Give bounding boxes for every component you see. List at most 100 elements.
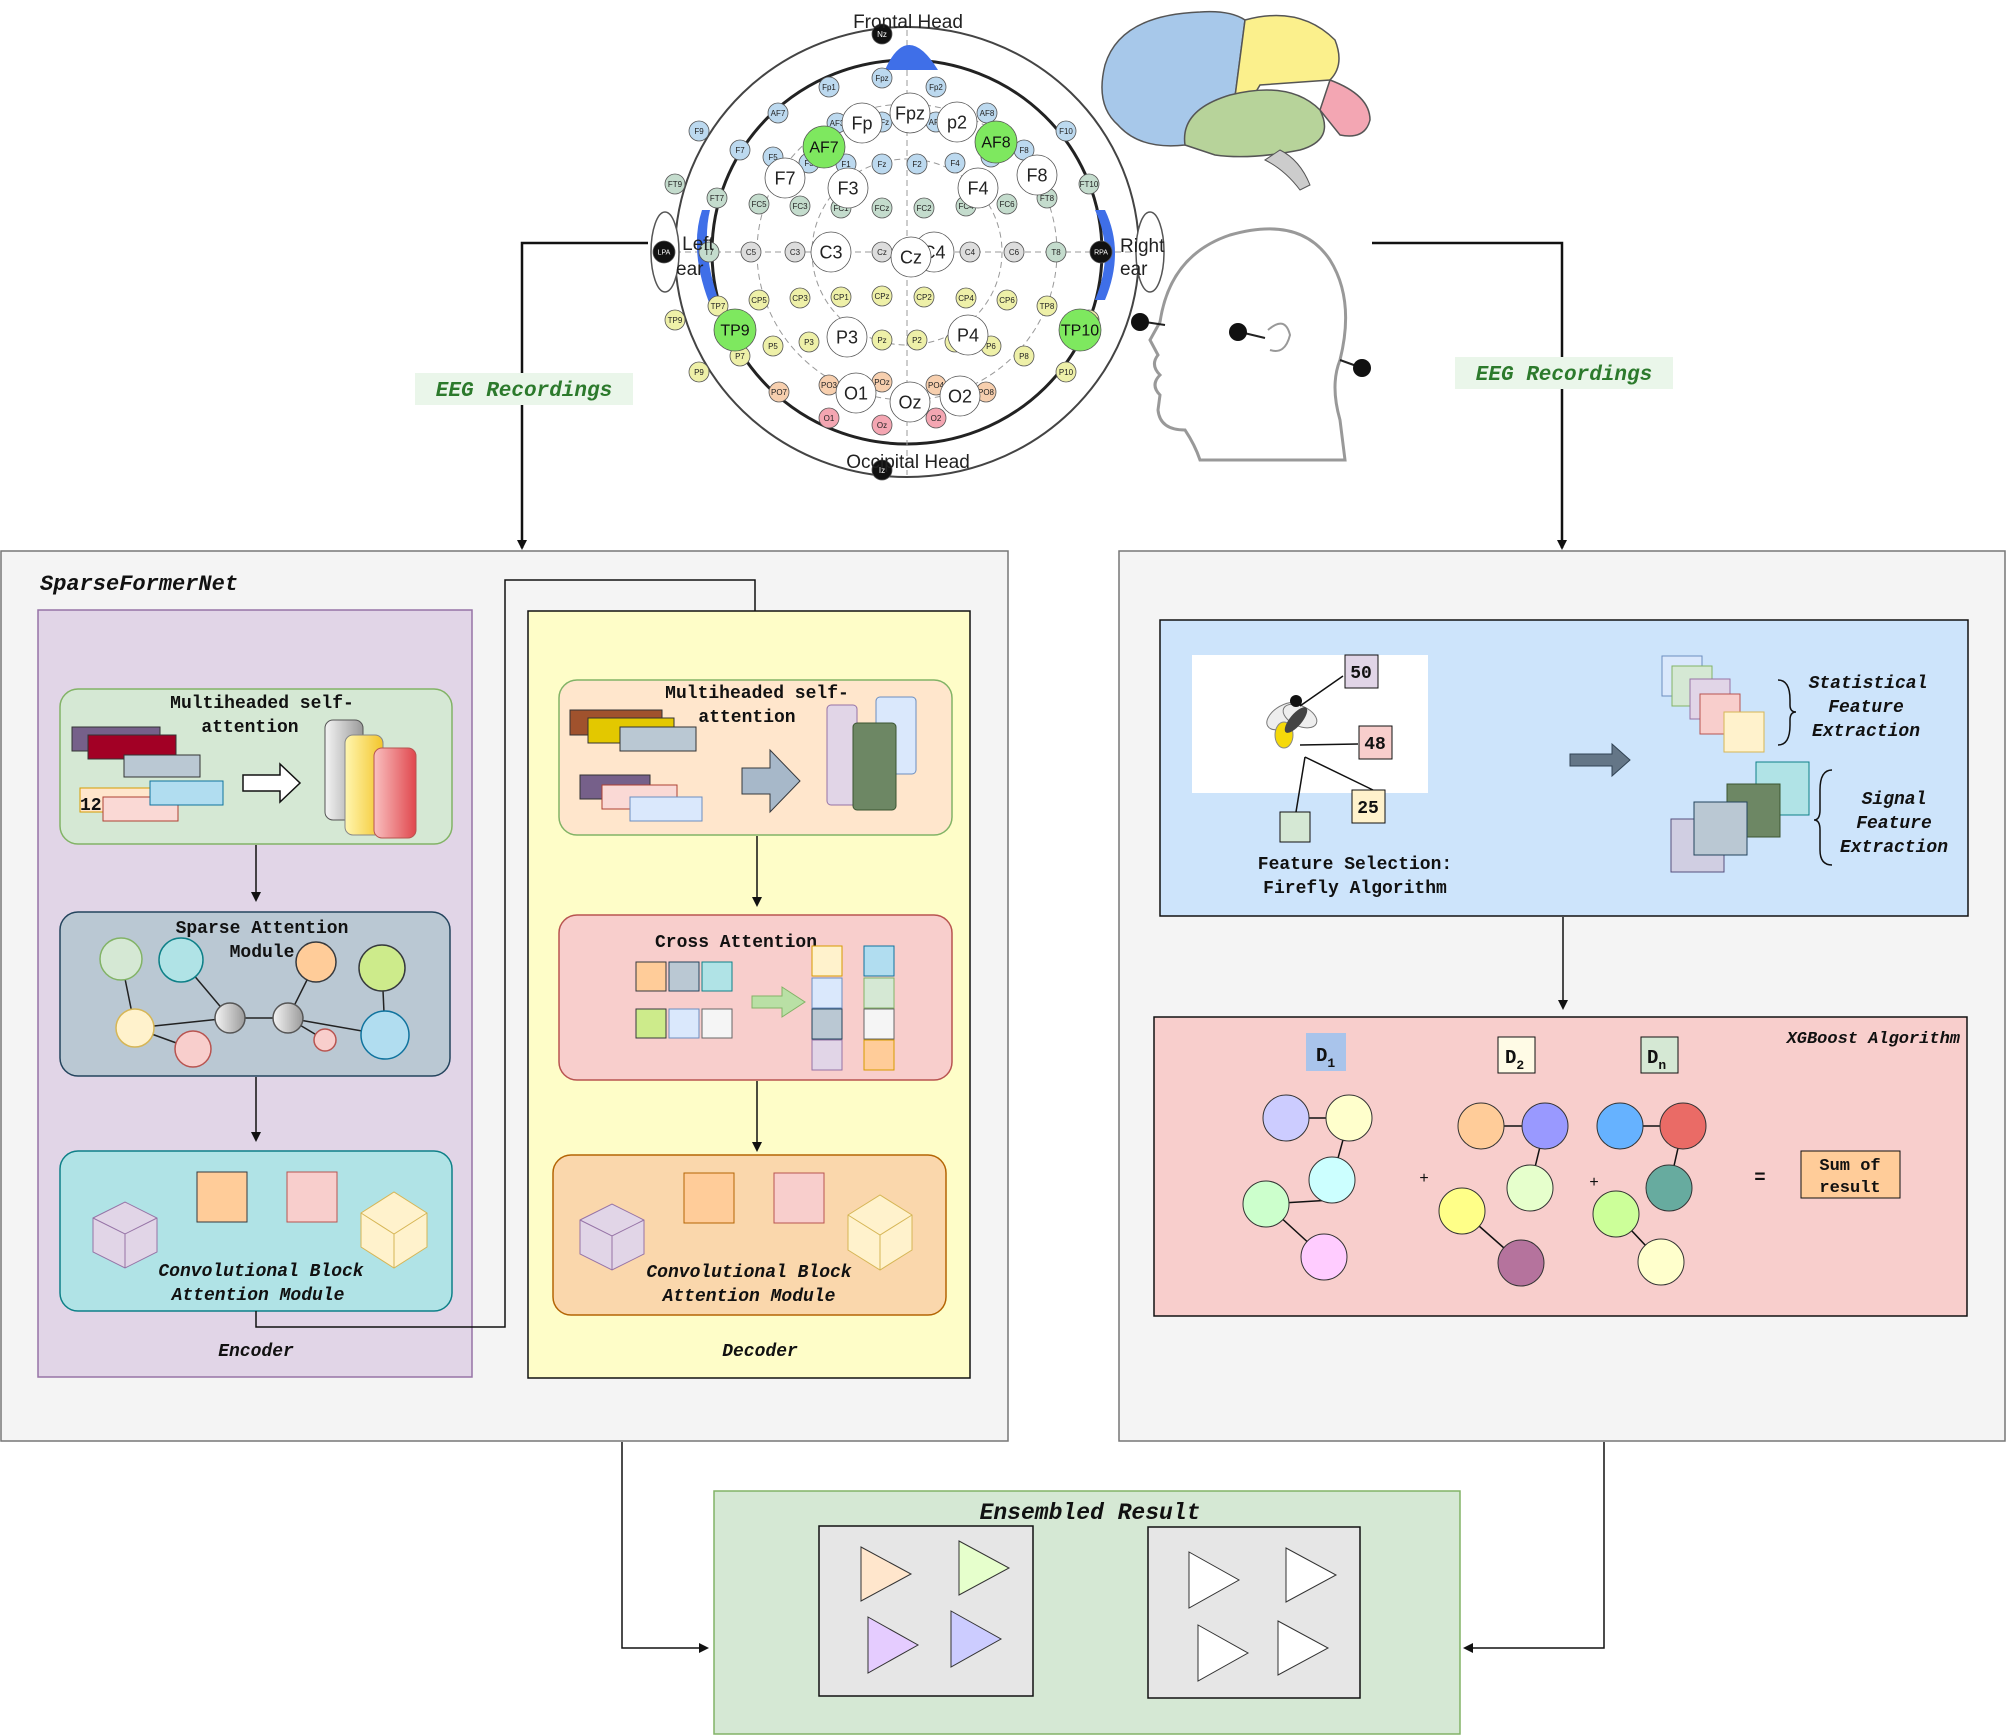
electrode-label: p2 xyxy=(947,112,967,132)
electrode-dot xyxy=(890,236,932,278)
electrode-dot xyxy=(802,125,846,169)
encoder-cbam-label-1: Convolutional Block xyxy=(158,1262,363,1282)
frontal-head-label: Frontal Head xyxy=(853,12,963,33)
electrode-dot xyxy=(906,329,928,351)
electrode-label: P2 xyxy=(912,336,922,345)
electrode-label: F5 xyxy=(768,153,778,162)
electrode-dot xyxy=(835,372,877,414)
signal-label-3: Extraction xyxy=(1840,838,1948,858)
electrode-dot xyxy=(762,335,784,357)
electrode-label: F9 xyxy=(694,127,704,136)
electrode-dot xyxy=(810,231,852,273)
electrode-dot xyxy=(841,102,883,144)
electrode-dot xyxy=(664,309,686,331)
electrode-dot xyxy=(959,241,981,263)
electrode-label: P8 xyxy=(1019,352,1029,361)
electrode-label: F1 xyxy=(841,160,851,169)
electrode-dot xyxy=(706,187,728,209)
decoder-cbam-label-2: Attention Module xyxy=(662,1287,836,1307)
encoder-mhsa-label-2: attention xyxy=(201,718,298,738)
electrode-dot xyxy=(768,381,790,403)
electrode-label: AF4 xyxy=(929,118,944,127)
electrode-dot xyxy=(871,285,893,307)
electrode-label: FC6 xyxy=(999,200,1015,209)
electrode-label: Fp1 xyxy=(822,83,836,92)
sum-of-result-box xyxy=(1800,1150,1901,1199)
fs-value-48: 48 xyxy=(1364,735,1386,755)
firefly-icon xyxy=(1266,695,1318,749)
electrode-dot xyxy=(652,240,676,264)
ensemble-result-block: Ensembled Result xyxy=(713,1490,1461,1735)
feature-selection-label-1: Feature Selection: xyxy=(1258,855,1452,875)
electrode-label: F10 xyxy=(1059,127,1073,136)
electrode-label: LPA xyxy=(658,249,671,256)
electrode-dot xyxy=(827,167,869,209)
electrode-label: F8 xyxy=(1019,146,1029,155)
electrode-label: PO8 xyxy=(978,388,995,397)
electrode-label: FC2 xyxy=(916,204,932,213)
sparseformernet-panel: SparseFormerNet Encoder Multiheaded self… xyxy=(0,550,1009,1442)
electrode-dot xyxy=(913,286,935,308)
electrode-dot xyxy=(664,173,686,195)
electrode-dot xyxy=(818,407,840,429)
electrode-dot xyxy=(798,331,820,353)
electrode-dot xyxy=(871,459,893,481)
electrode-label: T7 xyxy=(704,248,714,257)
fs-value-50: 50 xyxy=(1350,664,1372,684)
electrode-label: Fp2 xyxy=(929,83,943,92)
electrode-dot xyxy=(925,76,947,98)
side-head-outline xyxy=(1131,227,1371,462)
electrode-dot xyxy=(925,407,947,429)
electrode-label: PO4 xyxy=(928,381,945,390)
electrode-dot xyxy=(729,139,751,161)
electrode-label: TP8 xyxy=(1040,302,1055,311)
electrode-dot xyxy=(1055,361,1077,383)
sum-label-2: result xyxy=(1819,1179,1880,1198)
electrode-label: P10 xyxy=(1059,368,1074,377)
electrode-label: O1 xyxy=(844,383,868,403)
electrode-dot xyxy=(1055,120,1077,142)
electrode-dot xyxy=(996,289,1018,311)
left-ear-label-2: ear xyxy=(676,259,704,280)
electrode-label: O2 xyxy=(931,414,942,423)
electrode-dot xyxy=(955,287,977,309)
electrode-dot xyxy=(1003,241,1025,263)
electrode-dot xyxy=(936,101,978,143)
electrode-label: AF8 xyxy=(980,109,995,118)
electrode-label: AF8 xyxy=(981,135,1010,152)
electrode-label: POz xyxy=(874,378,890,387)
electrode-label: Cz xyxy=(900,247,922,267)
electrode-dot xyxy=(688,361,710,383)
electrode-dot xyxy=(889,381,931,423)
eeg-recordings-right: EEG Recordings xyxy=(1476,364,1652,387)
electrode-label: F2 xyxy=(912,160,922,169)
electrode-label: C3 xyxy=(790,248,801,257)
electrode-label: Oz xyxy=(898,392,921,412)
electrode-label: P5 xyxy=(768,342,778,351)
feature-xgboost-panel: 50 48 25 Feature Selection: Firefly Algo… xyxy=(1118,550,2006,1442)
electrode-dot xyxy=(871,67,893,89)
electrode-dot xyxy=(1089,240,1113,264)
electrode-label: AF7 xyxy=(809,140,838,157)
electrode-label: CP6 xyxy=(999,296,1015,305)
encoder-mhsa-label-1: Multiheaded self- xyxy=(170,694,354,714)
plus-2: + xyxy=(1589,1174,1598,1191)
electrode-label: PO3 xyxy=(821,381,838,390)
electrode-label: C5 xyxy=(746,248,757,257)
electrode-label: PO7 xyxy=(771,388,788,397)
sparseformernet-title: SparseFormerNet xyxy=(40,572,238,597)
feature-selection-label-2: Firefly Algorithm xyxy=(1263,879,1447,899)
electrode-label: F4 xyxy=(950,159,960,168)
electrode-dot xyxy=(688,120,710,142)
electrode-label: Pz xyxy=(877,336,886,345)
top-connectors: EEG Recordings EEG Recordings xyxy=(415,241,1673,550)
electrode-dot xyxy=(996,193,1018,215)
electrode-dot xyxy=(789,287,811,309)
electrode-label: F7 xyxy=(774,168,795,188)
electrode-dots: NzIzLPARPAFp1FpzFp2AF7AF3AFzAF4AF8F9F7F5… xyxy=(652,23,1113,481)
electrode-dot xyxy=(1045,241,1067,263)
electrode-label: AF3 xyxy=(830,119,845,128)
electrode-label: FT8 xyxy=(1040,194,1055,203)
